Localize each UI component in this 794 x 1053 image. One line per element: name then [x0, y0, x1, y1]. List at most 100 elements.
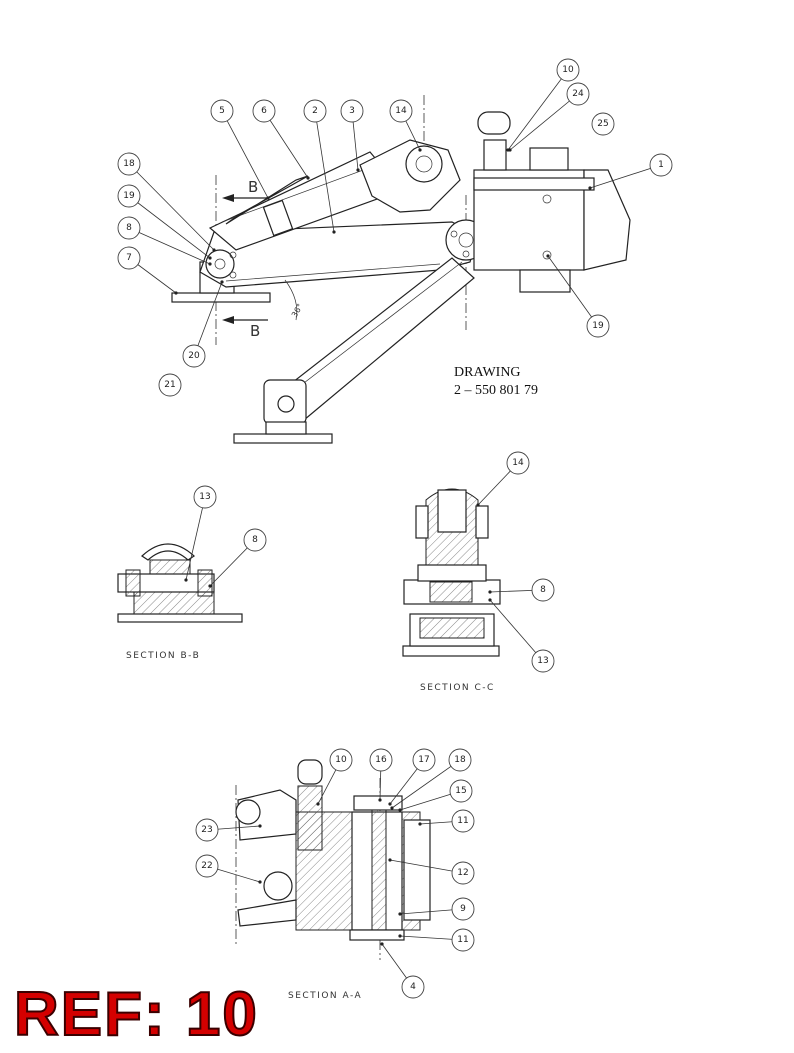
balloon-number: 13 — [199, 492, 210, 502]
part-balloon: 10 — [556, 58, 580, 82]
leader-arrow — [398, 808, 402, 812]
balloon-circle — [531, 578, 555, 602]
balloon-circle — [158, 373, 182, 397]
balloon-number: 22 — [201, 861, 212, 871]
pivot-inner — [214, 258, 226, 270]
part-balloon: 19 — [586, 314, 610, 338]
section-b-b: SECTION B-B — [117, 543, 243, 661]
part-balloon: 1 — [649, 153, 673, 177]
balloon-circle — [340, 99, 364, 123]
part-balloon: 15 — [449, 779, 473, 803]
balloon-number: 2 — [312, 106, 318, 116]
arrow-head — [222, 194, 234, 202]
pin-inner — [415, 155, 433, 173]
part-balloon: 20 — [182, 344, 206, 368]
balloon-number: 18 — [123, 159, 135, 169]
bolt — [229, 271, 237, 279]
bolt-head — [353, 795, 403, 811]
bolt — [542, 250, 552, 260]
section-marker-top: B — [248, 178, 258, 196]
leader-arrow — [418, 148, 422, 152]
balloon-number: 13 — [537, 656, 548, 666]
balloon-leader — [263, 110, 309, 179]
leader-arrow — [220, 280, 224, 284]
balloon-circle — [369, 748, 393, 772]
leader-arrow — [488, 590, 492, 594]
balloon-circle — [303, 99, 327, 123]
leader-arrow — [476, 503, 480, 507]
part-balloon: 23 — [195, 818, 219, 842]
balloon-number: 19 — [592, 321, 604, 331]
leader-arrow — [356, 168, 360, 172]
balloon-number: 18 — [454, 755, 466, 765]
balloon-number: 23 — [201, 825, 212, 835]
ref-label: REF: 10 — [13, 980, 259, 1049]
balloon-number: 8 — [126, 223, 132, 233]
part-balloon: 13 — [531, 649, 555, 673]
section-marker-bottom: B — [250, 322, 260, 340]
bolt — [229, 251, 237, 259]
arm-bottom — [237, 899, 297, 927]
washer-right — [197, 569, 213, 597]
drawing-label: DRAWING — [454, 365, 521, 380]
leader-arrow — [588, 186, 592, 190]
part-balloon: 3 — [340, 99, 364, 123]
part-balloon: 6 — [252, 99, 276, 123]
balloon-circle — [117, 152, 141, 176]
balloon-circle — [556, 58, 580, 82]
balloon-number: 5 — [219, 106, 225, 116]
balloon-circle — [412, 748, 436, 772]
balloon-circle — [117, 246, 141, 270]
head-pin — [437, 489, 467, 533]
cylinder-line — [221, 161, 386, 223]
mount-top-plate — [473, 177, 595, 191]
head-nut-left — [415, 505, 429, 539]
cylinder-arc — [141, 543, 195, 561]
leader-arrow — [546, 254, 550, 258]
balloon-leader — [389, 859, 464, 874]
part-balloon: 16 — [369, 748, 393, 772]
balloon-circle — [401, 975, 425, 999]
leader-arrow — [388, 802, 392, 806]
balloon-circle — [591, 112, 615, 136]
part-balloon: 18 — [117, 152, 141, 176]
balloon-circle — [449, 779, 473, 803]
part-balloon: 13 — [193, 485, 217, 509]
pivot-inner — [458, 232, 474, 248]
leader-arrow — [258, 880, 262, 884]
leader-lines — [128, 69, 662, 988]
balloon-leader — [547, 255, 599, 327]
leader-arrow — [208, 584, 212, 588]
leader-arrow — [508, 148, 512, 152]
balloon-circle — [243, 528, 267, 552]
leader-arrow — [398, 912, 402, 916]
leader-arrow — [208, 256, 212, 260]
balloon-circle — [586, 314, 610, 338]
balloon-circle — [193, 485, 217, 509]
balloon-circle — [252, 99, 276, 123]
pivot-left — [205, 249, 235, 279]
leader-arrow — [316, 802, 320, 806]
balloon-number: 16 — [375, 755, 387, 765]
balloon-circle — [506, 451, 530, 475]
bolt-nut — [349, 929, 405, 941]
balloon-circle — [531, 649, 555, 673]
part-balloon: 14 — [506, 451, 530, 475]
part-balloon: 10 — [329, 748, 353, 772]
part-balloon: 11 — [451, 928, 475, 952]
head-nut-right — [475, 505, 489, 539]
strut-edge — [299, 261, 463, 387]
angle-arc — [284, 279, 298, 321]
strut-base-plate — [233, 433, 333, 444]
balloon-leader — [185, 496, 206, 581]
balloon-leader — [391, 759, 461, 809]
cylinder-top-plate — [225, 175, 309, 225]
balloon-leader — [128, 195, 211, 259]
part-balloon: 4 — [401, 975, 425, 999]
part-balloon: 2 — [303, 99, 327, 123]
lock-pin-ring — [297, 759, 323, 785]
part-balloon: 22 — [195, 854, 219, 878]
balloon-number: 21 — [164, 380, 175, 390]
balloon-leader — [221, 110, 269, 199]
leader-arrow — [488, 598, 492, 602]
